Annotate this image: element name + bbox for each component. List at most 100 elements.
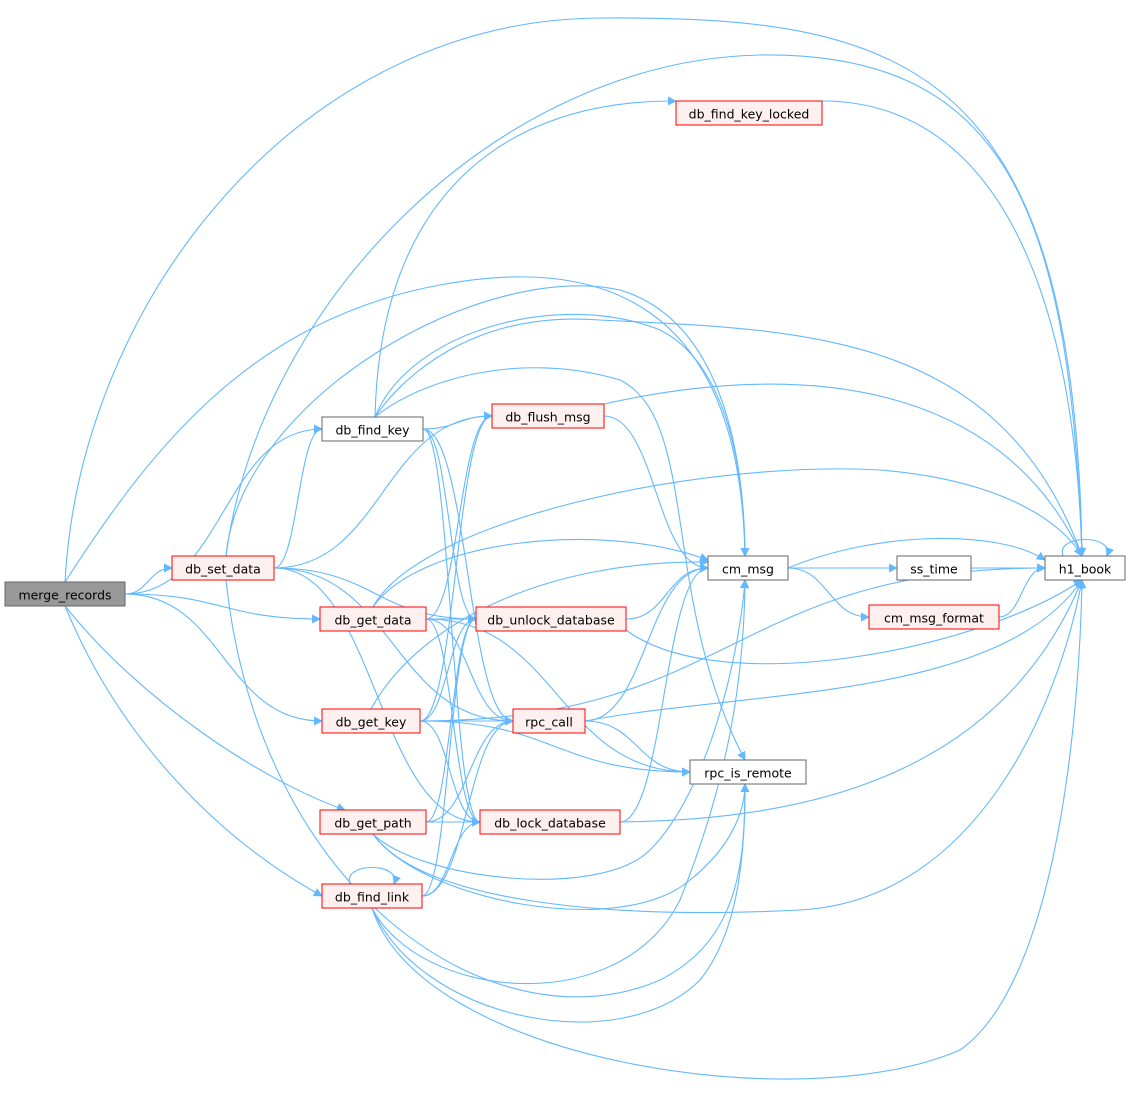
node-label: db_unlock_database (487, 613, 615, 628)
node-db_unlock_database[interactable]: db_unlock_database (475, 606, 627, 632)
edge-db_get_data-to-rpc_call (425, 618, 514, 726)
node-db_get_data[interactable]: db_get_data (319, 606, 427, 632)
node-label: db_find_link (335, 890, 410, 905)
node-box (689, 759, 807, 785)
node-box (707, 555, 789, 581)
node-box (319, 606, 427, 632)
edge-db_find_link-to-cm_msg (371, 579, 750, 985)
node-label: merge_records (18, 588, 111, 603)
edge-cm_msg_format-to-h1_book (998, 563, 1046, 618)
node-box (4, 581, 126, 607)
node-box (321, 708, 421, 734)
edge-db_find_key-to-h1_book (374, 318, 1084, 557)
node-label: db_flush_msg (505, 410, 590, 425)
edge-db_find_key-to-db_find_key_locked (374, 96, 677, 418)
edge-db_set_data-to-rpc_call (273, 567, 514, 726)
node-db_flush_msg[interactable]: db_flush_msg (491, 403, 605, 429)
edge-db_set_data-to-cm_msg (225, 285, 750, 557)
node-box (1044, 555, 1126, 581)
node-box (868, 604, 1000, 630)
edge-db_find_key-to-rpc_is_remote (374, 367, 746, 761)
node-box (321, 416, 424, 442)
edge-db_get_key-to-h1_book (419, 563, 1046, 722)
edge-db_find_key-to-db_unlock_database (422, 428, 477, 624)
edge-rpc_call-to-rpc_is_remote (584, 720, 691, 777)
node-label: db_get_path (334, 816, 411, 831)
node-box (896, 555, 972, 581)
edge-db_find_key-to-rpc_call (422, 428, 514, 726)
node-db_set_data[interactable]: db_set_data (171, 555, 275, 581)
edge-h1_book-to-h1_book (1061, 539, 1114, 557)
edge-db_get_data-to-rpc_is_remote (425, 618, 691, 777)
edge-db_lock_database-to-h1_book (619, 579, 1084, 823)
edge-db_get_key-to-cm_msg (370, 557, 709, 710)
node-cm_msg_format[interactable]: cm_msg_format (868, 604, 1000, 630)
edge-db_get_data-to-cm_msg (372, 538, 709, 608)
node-box (491, 403, 605, 429)
node-box (171, 555, 275, 581)
edge-db_set_data-to-rpc_is_remote (225, 579, 750, 998)
edge-db_get_path-to-db_unlock_database (425, 614, 477, 823)
node-merge_records[interactable]: merge_records (4, 581, 126, 607)
edge-db_get_key-to-db_lock_database (419, 720, 481, 827)
edge-db_find_key_locked-to-h1_book (821, 100, 1087, 557)
node-db_get_path[interactable]: db_get_path (319, 809, 427, 835)
edge-db_get_key-to-db_flush_msg (419, 411, 493, 722)
node-rpc_call[interactable]: rpc_call (512, 708, 586, 734)
edge-merge_records-to-db_find_key (124, 424, 323, 595)
edge-db_find_key-to-cm_msg (374, 313, 750, 557)
node-label: db_set_data (185, 562, 261, 577)
edge-cm_msg-to-h1_book (787, 537, 1046, 569)
node-box (321, 883, 423, 909)
node-ss_time[interactable]: ss_time (896, 555, 972, 581)
node-box (319, 809, 427, 835)
edge-db_find_key-to-db_flush_msg (422, 411, 493, 430)
edge-cm_msg-to-cm_msg_format (787, 567, 870, 622)
edge-db_get_path-to-rpc_is_remote (372, 783, 750, 910)
node-box (479, 809, 621, 835)
edge-db_get_data-to-h1_book (372, 468, 1083, 608)
edge-db_lock_database-to-cm_msg (619, 563, 709, 823)
node-label: rpc_call (525, 715, 573, 730)
edge-merge_records-to-db_find_link (64, 605, 323, 897)
node-cm_msg[interactable]: cm_msg (707, 555, 789, 581)
node-db_get_key[interactable]: db_get_key (321, 708, 421, 734)
edge-db_flush_msg-to-cm_msg (603, 415, 709, 573)
node-box (475, 606, 627, 632)
edge-db_get_path-to-h1_book (372, 579, 1085, 913)
node-db_find_link[interactable]: db_find_link (321, 883, 423, 909)
edge-db_find_link-to-db_find_link (348, 867, 401, 885)
edge-db_unlock_database-to-h1_book (625, 579, 1083, 665)
edge-db_set_data-to-db_lock_database (273, 567, 481, 827)
edge-db_get_data-to-db_flush_msg (425, 411, 493, 620)
edge-layer (64, 17, 1114, 1080)
edge-db_find_link-to-rpc_is_remote (371, 783, 750, 1023)
node-rpc_is_remote[interactable]: rpc_is_remote (689, 759, 807, 785)
node-label: cm_msg_format (884, 611, 984, 626)
node-h1_book[interactable]: h1_book (1044, 555, 1126, 581)
node-box (675, 100, 823, 126)
node-box (512, 708, 586, 734)
edge-db_get_path-to-rpc_call (425, 716, 514, 823)
edge-db_flush_msg-to-h1_book (603, 383, 1083, 557)
node-label: db_find_key_locked (689, 107, 810, 122)
node-db_find_key_locked[interactable]: db_find_key_locked (675, 100, 823, 126)
edge-db_set_data-to-db_find_key (273, 424, 323, 569)
edge-db_set_data-to-h1_book (225, 54, 1087, 557)
node-db_lock_database[interactable]: db_lock_database (479, 809, 621, 835)
edge-db_find_link-to-db_unlock_database (421, 614, 477, 897)
edge-rpc_call-to-h1_book (584, 579, 1083, 722)
node-label: db_lock_database (494, 816, 606, 831)
edge-db_find_link-to-rpc_call (421, 716, 514, 897)
node-label: rpc_is_remote (704, 766, 792, 781)
edge-db_get_key-to-db_unlock_database (419, 614, 477, 722)
edge-merge_records-to-h1_book (64, 17, 1087, 583)
node-db_find_key[interactable]: db_find_key (321, 416, 424, 442)
edge-db_find_link-to-h1_book (371, 579, 1087, 1080)
node-label: h1_book (1059, 562, 1112, 577)
edge-merge_records-to-db_get_path (64, 605, 346, 812)
edge-merge_records-to-db_get_key (124, 593, 323, 726)
edge-merge_records-to-cm_msg (64, 276, 750, 583)
node-label: ss_time (910, 562, 958, 577)
